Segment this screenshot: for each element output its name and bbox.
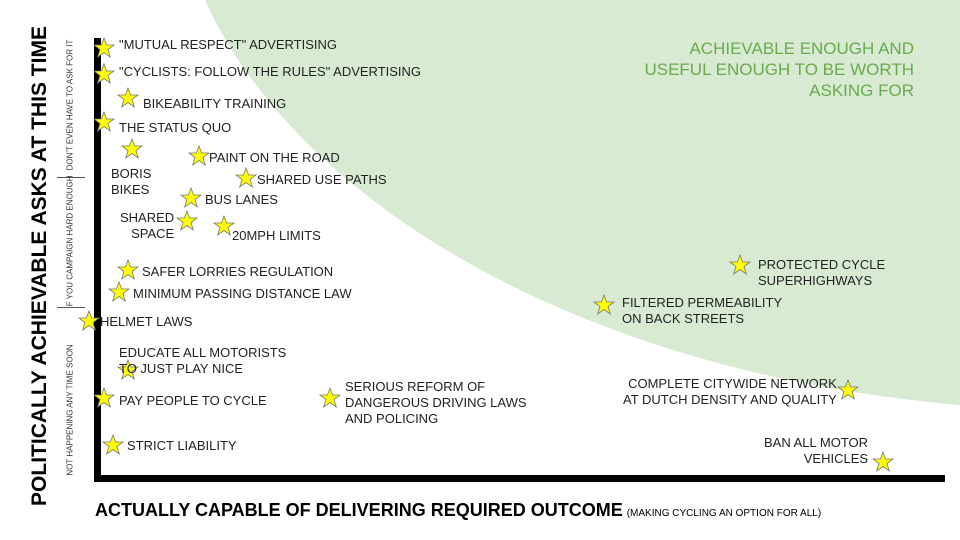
zone-label: ACHIEVABLE ENOUGH AND USEFUL ENOUGH TO B… [644, 38, 914, 101]
ask-label-line: MINIMUM PASSING DISTANCE LAW [133, 286, 352, 301]
star-icon [108, 281, 130, 303]
x-axis-title-text: ACTUALLY CAPABLE OF DELIVERING REQUIRED … [95, 500, 623, 520]
ask-label-line: ON BACK STREETS [622, 311, 745, 326]
ask-label: HELMET LAWS [100, 314, 192, 330]
ask-label: SAFER LORRIES REGULATION [142, 264, 333, 280]
star-icon [837, 379, 859, 401]
ask-label-line: THE STATUS QUO [119, 120, 232, 135]
x-axis [94, 475, 945, 482]
ask-label-line: STRICT LIABILITY [127, 438, 237, 453]
y-band-label: NOT HAPPENING ANY TIME SOON [65, 344, 75, 476]
ask-label: "MUTUAL RESPECT" ADVERTISING [119, 37, 337, 53]
ask-label-line: PAY PEOPLE TO CYCLE [119, 393, 267, 408]
star-icon [78, 310, 100, 332]
star-icon [235, 167, 257, 189]
ask-label-line: SAFER LORRIES REGULATION [142, 264, 334, 279]
ask-label-line: SUPERHIGHWAYS [758, 273, 873, 288]
ask-label-line: SHARED [120, 210, 175, 225]
star-icon [188, 145, 210, 167]
band-divider [57, 307, 85, 308]
ask-label-line: AND POLICING [345, 411, 439, 426]
ask-label-line: BUS LANES [205, 192, 278, 207]
zone-label-line: ACHIEVABLE ENOUGH AND [689, 39, 914, 58]
ask-label-line: VEHICLES [803, 451, 869, 466]
ask-label-line: 20MPH LIMITS [232, 228, 321, 243]
ask-label-line: PROTECTED CYCLE [758, 257, 886, 272]
ask-label: PAINT ON THE ROAD [209, 150, 340, 166]
band-divider [57, 177, 85, 178]
ask-label-line: BIKES [111, 182, 150, 197]
ask-label: BIKEABILITY TRAINING [143, 96, 286, 112]
star-icon [180, 187, 202, 209]
y-axis-title: POLITICALLY ACHIEVABLE ASKS AT THIS TIME [28, 26, 51, 506]
ask-label-line: FILTERED PERMEABILITY [622, 295, 783, 310]
y-axis [94, 38, 101, 482]
ask-label-line: SERIOUS REFORM OF [345, 379, 486, 394]
ask-label: 20MPH LIMITS [232, 228, 321, 244]
x-axis-title: ACTUALLY CAPABLE OF DELIVERING REQUIRED … [95, 500, 821, 521]
y-band-label: DON'T EVEN HAVE TO ASK FOR IT [65, 39, 75, 171]
ask-label-line: TO JUST PLAY NICE [119, 361, 244, 376]
star-icon [93, 37, 115, 59]
ask-label-line: BAN ALL MOTOR [764, 435, 869, 450]
star-icon [213, 215, 235, 237]
star-icon [729, 254, 751, 276]
ask-label: MINIMUM PASSING DISTANCE LAW [133, 286, 352, 302]
zone-label-line: USEFUL ENOUGH TO BE WORTH [644, 60, 914, 79]
star-icon [117, 259, 139, 281]
star-icon [176, 210, 198, 232]
zone-label-line: ASKING FOR [809, 81, 914, 100]
ask-label-line: PAINT ON THE ROAD [209, 150, 340, 165]
star-icon [102, 434, 124, 456]
ask-label-line: AT DUTCH DENSITY AND QUALITY [623, 392, 837, 407]
star-icon [93, 111, 115, 133]
ask-label-line: "CYCLISTS: FOLLOW THE RULES" ADVERTISING [119, 64, 422, 79]
ask-label-line: EDUCATE ALL MOTORISTS [119, 345, 287, 360]
ask-label-line: SHARED USE PATHS [257, 172, 387, 187]
star-icon [117, 359, 139, 381]
ask-label: SHARED USE PATHS [257, 172, 387, 188]
y-band-label: IF YOU CAMPAIGN HARD ENOUGH [65, 175, 75, 309]
ask-label-line: "MUTUAL RESPECT" ADVERTISING [119, 37, 337, 52]
star-icon [117, 87, 139, 109]
ask-label-line: DANGEROUS DRIVING LAWS [345, 395, 527, 410]
ask-label-line: COMPLETE CITYWIDE NETWORK [628, 376, 837, 391]
x-axis-note: (MAKING CYCLING AN OPTION FOR ALL) [626, 508, 822, 519]
ask-label: THE STATUS QUO [119, 120, 231, 136]
star-icon [319, 387, 341, 409]
ask-label: "CYCLISTS: FOLLOW THE RULES" ADVERTISING [119, 64, 421, 80]
star-icon [121, 138, 143, 160]
ask-label-line: BORIS [111, 166, 152, 181]
ask-label-line: BIKEABILITY TRAINING [143, 96, 287, 111]
ask-label-line: HELMET LAWS [100, 314, 193, 329]
star-icon [93, 63, 115, 85]
star-icon [593, 294, 615, 316]
ask-label: BUS LANES [205, 192, 278, 208]
ask-label: STRICT LIABILITY [127, 438, 237, 454]
ask-label: PAY PEOPLE TO CYCLE [119, 393, 267, 409]
ask-label-line: SPACE [131, 226, 175, 241]
star-icon [93, 387, 115, 409]
star-icon [872, 451, 894, 473]
